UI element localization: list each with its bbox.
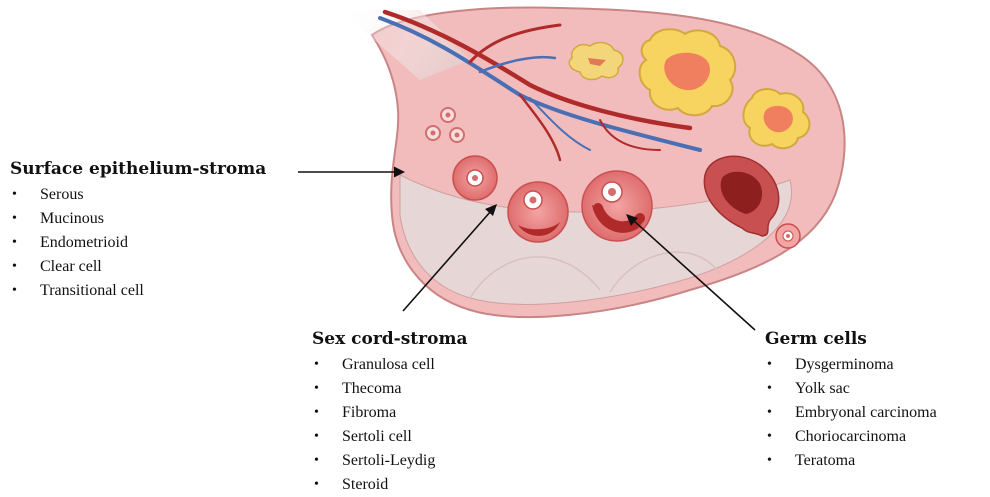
list-item: Transitional cell: [10, 279, 266, 303]
surface-epithelium-title: Surface epithelium-stroma: [10, 158, 266, 180]
list-item: Choriocarcinoma: [765, 425, 937, 449]
list-item: Sertoli-Leydig: [312, 449, 467, 473]
surface-epithelium-group: Surface epithelium-stroma Serous Mucinou…: [10, 158, 266, 303]
antral-follicle: [582, 171, 652, 241]
released-oocyte: [776, 224, 800, 248]
surface-epithelium-list: Serous Mucinous Endometrioid Clear cell …: [10, 183, 266, 303]
list-item: Fibroma: [312, 401, 467, 425]
follicle-1: [453, 156, 497, 200]
list-item: Teratoma: [765, 449, 937, 473]
germ-cells-list: Dysgerminoma Yolk sac Embryonal carcinom…: [765, 353, 937, 473]
list-item: Granulosa cell: [312, 353, 467, 377]
list-item: Sertoli cell: [312, 425, 467, 449]
list-item: Mucinous: [10, 207, 266, 231]
list-item: Dysgerminoma: [765, 353, 937, 377]
list-item: Embryonal carcinoma: [765, 401, 937, 425]
list-item: Yolk sac: [765, 377, 937, 401]
sex-cord-stroma-group: Sex cord-stroma Granulosa cell Thecoma F…: [312, 328, 467, 497]
arrow-surface: [298, 167, 405, 178]
list-item: Steroid: [312, 473, 467, 497]
list-item: Clear cell: [10, 255, 266, 279]
list-item: Serous: [10, 183, 266, 207]
sex-cord-stroma-title: Sex cord-stroma: [312, 328, 467, 350]
germ-cells-title: Germ cells: [765, 328, 937, 350]
germ-cells-group: Germ cells Dysgerminoma Yolk sac Embryon…: [765, 328, 937, 473]
list-item: Endometrioid: [10, 231, 266, 255]
sex-cord-stroma-list: Granulosa cell Thecoma Fibroma Sertoli c…: [312, 353, 467, 497]
follicle-2: [508, 182, 568, 242]
list-item: Thecoma: [312, 377, 467, 401]
